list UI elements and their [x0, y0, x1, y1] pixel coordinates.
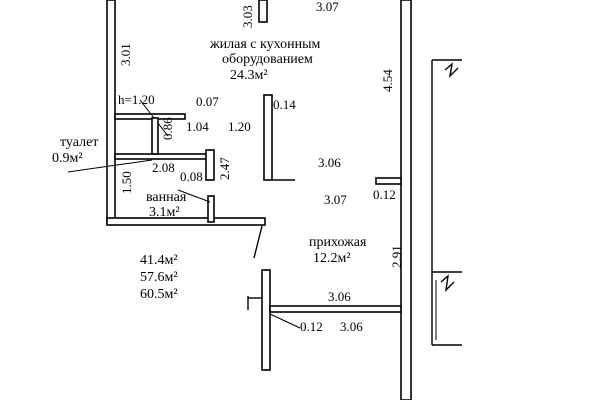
dim-3-06-mid: 3.06: [318, 155, 341, 170]
toilet-bath-wall: [114, 153, 214, 160]
door-swing: [253, 225, 263, 259]
dim-3-06-bottom: 3.06: [340, 319, 363, 334]
toilet-top-wall: [114, 113, 186, 120]
leader-0-12: [269, 313, 301, 329]
dim-3-06-low: 3.06: [328, 289, 351, 304]
top-center-stub: [258, 0, 268, 23]
right-outer-wall: [400, 0, 412, 400]
dim-0-86: 0.86: [160, 117, 175, 140]
dim-2-47: 2.47: [217, 157, 232, 180]
toilet-area: 0.9м²: [52, 151, 83, 166]
central-partition: [263, 94, 273, 181]
bath-right-wall-lower: [207, 195, 215, 223]
dim-1-50: 1.50: [119, 171, 134, 194]
dim-3-07-mid: 3.07: [324, 192, 347, 207]
dim-2-91: 2.91: [389, 245, 404, 268]
full-area: 60.5м²: [140, 287, 178, 302]
living-room-line2: оборудованием: [222, 52, 313, 67]
dim-4-54: 4.54: [380, 69, 395, 92]
hallway-right-wall: [269, 305, 402, 313]
break-symbol-top: [444, 62, 459, 79]
break-symbol-bottom: [440, 274, 455, 292]
living-room-area: 24.3м²: [230, 68, 268, 83]
total-area: 57.6м²: [140, 270, 178, 285]
toilet-leader: [67, 159, 153, 173]
right-stub: [375, 177, 402, 185]
dim-3-01: 3.01: [118, 43, 133, 66]
dim-3-07-top: 3.07: [316, 0, 339, 14]
dim-0-08: 0.08: [180, 169, 203, 184]
bath-diagonal: [177, 189, 211, 203]
hallway-area: 12.2м²: [313, 251, 351, 266]
dim-0-14: 0.14: [273, 97, 296, 112]
bathroom-area: 3.1м²: [149, 205, 180, 220]
dim-1-20: 1.20: [228, 119, 251, 134]
dim-1-04: 1.04: [186, 119, 209, 134]
dim-0-12-low: 0.12: [300, 319, 323, 334]
dim-0-12-right: 0.12: [373, 187, 396, 202]
hallway-name: прихожая: [309, 235, 367, 250]
total-living-area: 41.4м²: [140, 253, 178, 268]
h-label: h=1.20: [118, 92, 155, 107]
bottom-partition-wall: [106, 217, 266, 226]
dim-3-03: 3.03: [240, 5, 255, 28]
toilet-name: туалет: [60, 135, 98, 150]
dim-0-07: 0.07: [196, 94, 219, 109]
left-outer-wall: [106, 0, 116, 224]
dim-2-08: 2.08: [152, 160, 175, 175]
bathroom-name: ванная: [146, 190, 187, 205]
toilet-inner-post: [151, 117, 159, 155]
bath-right-wall: [205, 149, 215, 181]
living-room-line1: жилая с кухонным: [209, 37, 320, 52]
entrance-partition: [261, 269, 271, 371]
